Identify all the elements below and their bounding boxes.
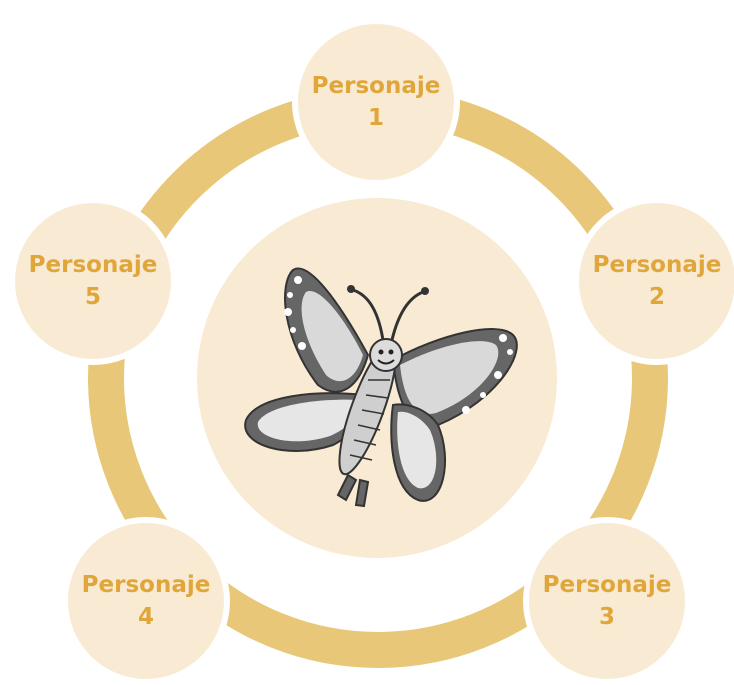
- node-label: Personaje: [592, 252, 722, 278]
- node-label: Personaje: [311, 73, 441, 99]
- node-number: 1: [367, 105, 384, 131]
- node-label: Personaje: [81, 572, 211, 598]
- node-personaje-2: Personaje 2: [573, 197, 734, 365]
- node-label: Personaje: [542, 572, 672, 598]
- node-number: 4: [137, 604, 154, 630]
- node-number: 2: [648, 284, 665, 310]
- node-personaje-4: Personaje 4: [62, 517, 230, 685]
- node-label: Personaje: [28, 252, 158, 278]
- node-personaje-3: Personaje 3: [523, 517, 691, 685]
- node-personaje-5: Personaje 5: [9, 197, 177, 365]
- node-personaje-1: Personaje 1: [292, 18, 460, 186]
- node-number: 5: [84, 284, 101, 310]
- node-number: 3: [598, 604, 615, 630]
